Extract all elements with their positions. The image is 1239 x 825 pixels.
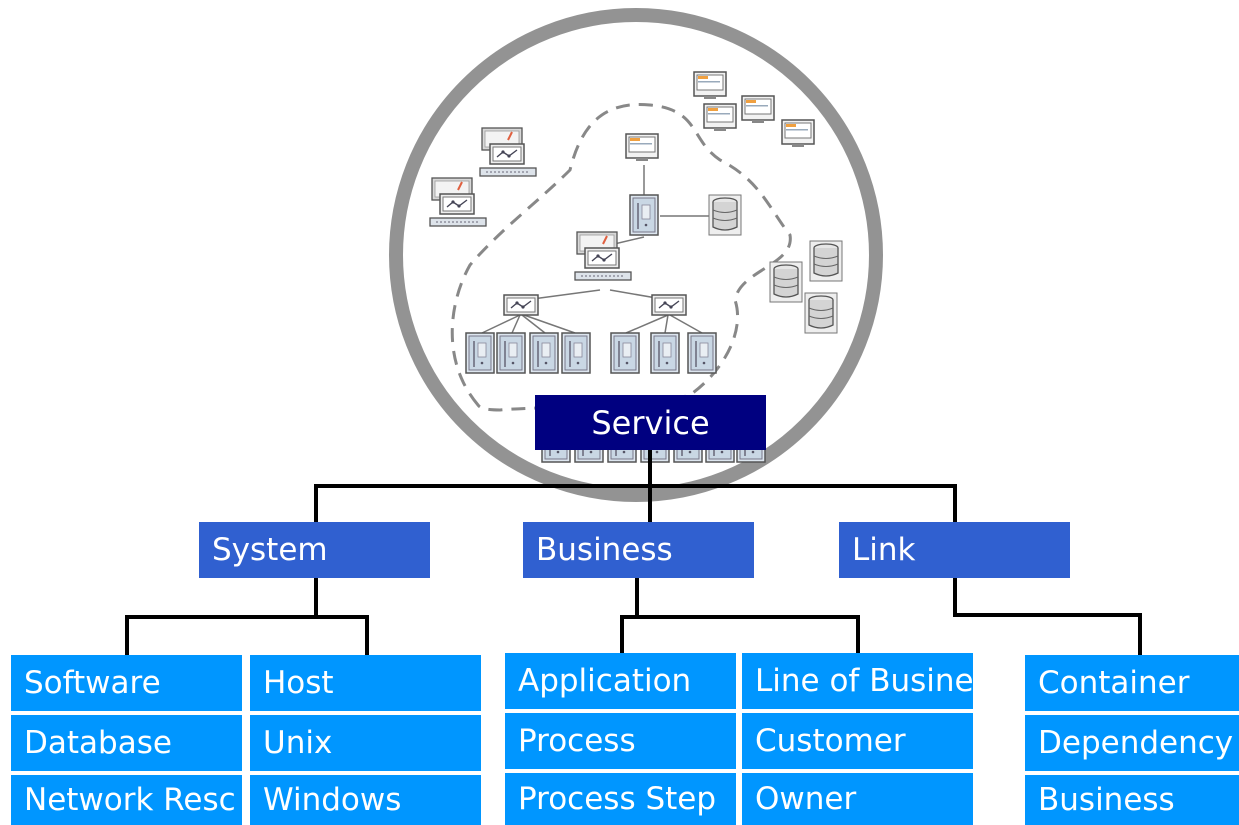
monitor-icon: [625, 133, 659, 162]
database-cylinder-icon: [769, 261, 803, 303]
leaf-application: Application: [505, 653, 736, 709]
category-link: Link: [839, 522, 1070, 578]
leaf-windows: Windows: [250, 775, 481, 825]
leaf-dependency: Dependency: [1025, 715, 1239, 771]
network-switch-icon: [651, 294, 687, 316]
network-switch-icon: [503, 294, 539, 316]
monitor-icon: [741, 95, 775, 124]
server-tower-icon: [687, 332, 717, 374]
database-cylinder-icon: [809, 240, 843, 282]
workstation-icon: [575, 232, 631, 280]
server-tower-icon: [610, 332, 640, 374]
leaf-owner: Owner: [742, 773, 973, 825]
leaf-unix: Unix: [250, 715, 481, 771]
server-tower-icon: [561, 332, 591, 374]
database-cylinder-icon: [708, 194, 742, 236]
server-tower-icon: [529, 332, 559, 374]
leaf-database: Database: [11, 715, 242, 771]
leaf-process-step: Process Step: [505, 773, 736, 825]
leaf-container: Container: [1025, 655, 1239, 711]
workstation-icon: [430, 178, 486, 226]
service-node: Service: [535, 395, 766, 450]
tree-connectors: [125, 450, 1142, 655]
leaf-host: Host: [250, 655, 481, 711]
database-cylinder-icon: [804, 292, 838, 334]
server-tower-icon: [629, 194, 659, 236]
category-system: System: [199, 522, 430, 578]
monitor-icon: [693, 71, 727, 100]
leaf-software: Software: [11, 655, 242, 711]
leaf-line-of-business: Line of Busine: [742, 653, 973, 709]
service-scope-circle: [389, 8, 883, 502]
server-tower-icon: [465, 332, 495, 374]
server-tower-icon: [650, 332, 680, 374]
leaf-process: Process: [505, 713, 736, 769]
monitor-icon: [781, 119, 815, 148]
leaf-customer: Customer: [742, 713, 973, 769]
leaf-network-resource: Network Resc: [11, 775, 242, 825]
server-tower-icon: [496, 332, 526, 374]
category-business: Business: [523, 522, 754, 578]
monitor-icon: [703, 103, 737, 132]
leaf-business: Business: [1025, 775, 1239, 825]
workstation-icon: [480, 128, 536, 176]
